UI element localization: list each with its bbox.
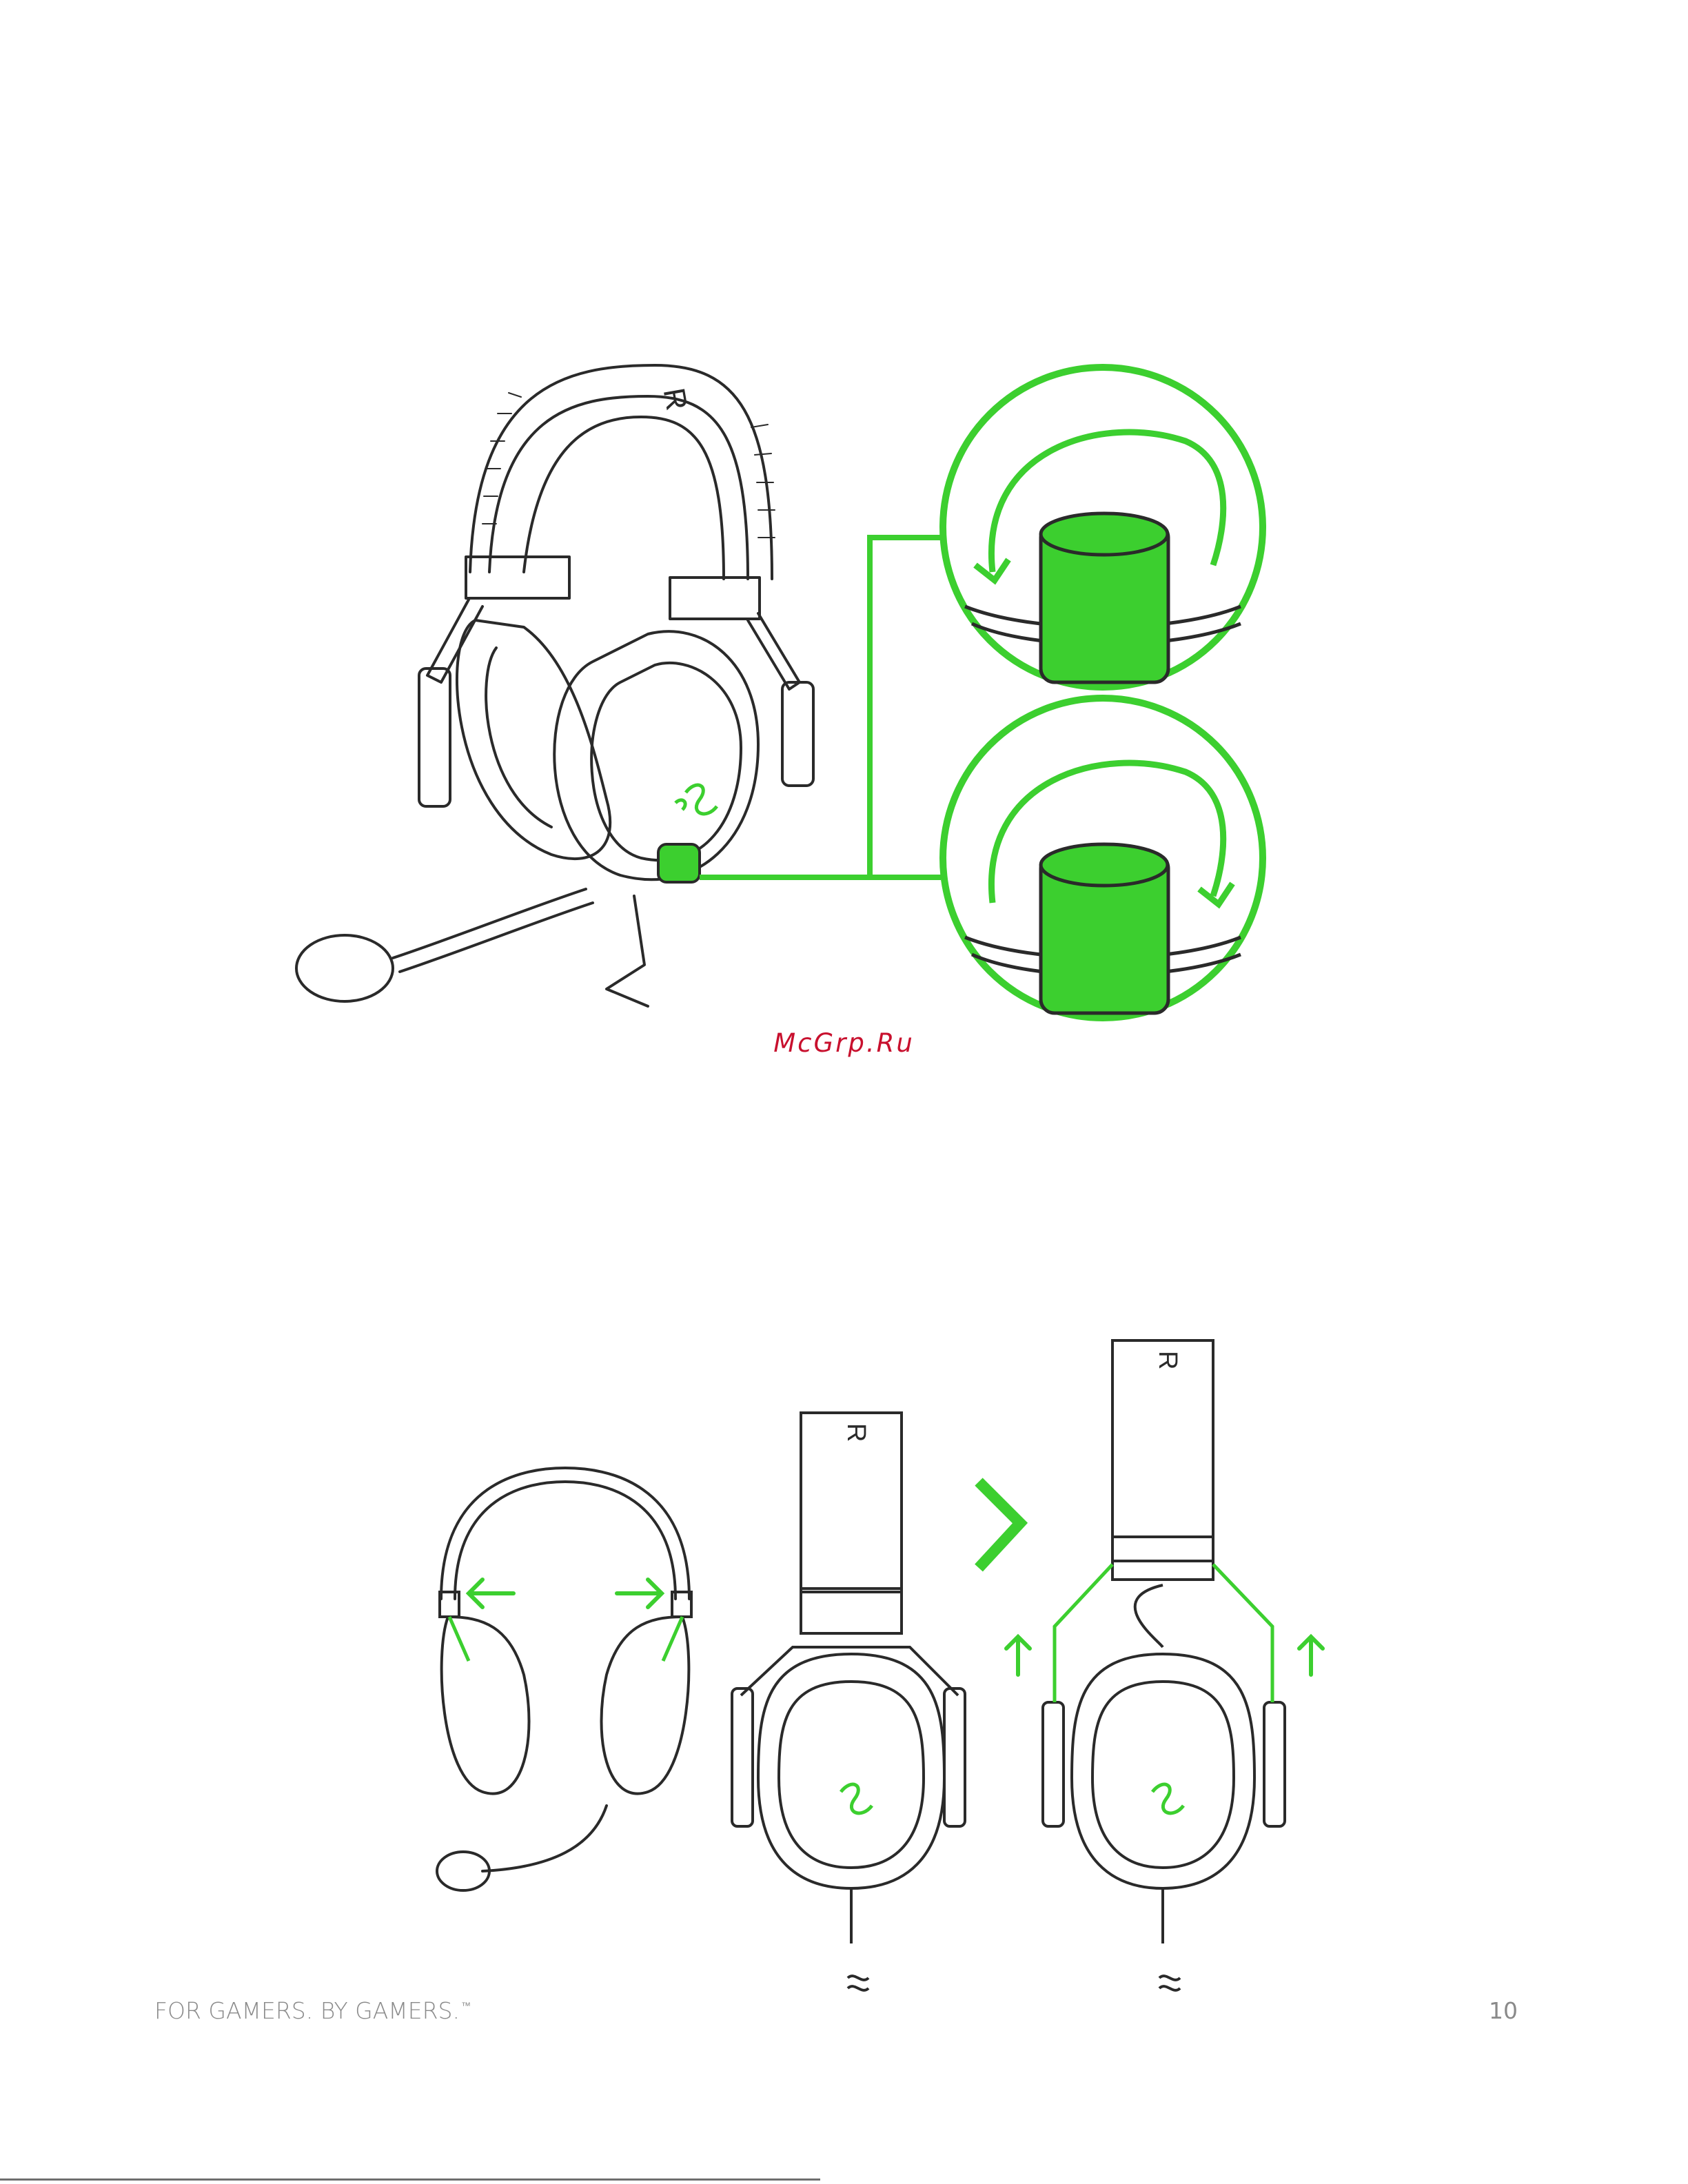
- headband-logo-letter-b: R: [1153, 1351, 1182, 1369]
- footer-tagline: FOR GAMERS. BY GAMERS.™: [154, 1997, 471, 2024]
- trademark-mark: ™: [461, 2001, 471, 2012]
- razer-logo-middle: [841, 1784, 872, 1813]
- arrow-right: [617, 1580, 662, 1607]
- headband-logo-letter-a: R: [842, 1423, 871, 1442]
- page-number: 10: [1489, 1997, 1518, 2024]
- arrow-left: [469, 1580, 513, 1607]
- next-step-chevron: [979, 1482, 1020, 1568]
- headset-side-view-extended: [1043, 1340, 1285, 1990]
- bottom-rule: [0, 2178, 820, 2181]
- arrow-up-left: [1006, 1637, 1030, 1675]
- headset-side-view-collapsed: [732, 1413, 965, 1990]
- razer-logo-right: [1152, 1784, 1183, 1813]
- footer-tagline-text: FOR GAMERS. BY GAMERS.: [154, 1997, 460, 2024]
- headset-size-adjust-illustration: R R: [0, 0, 1688, 2068]
- headset-front-view: [437, 1468, 691, 1890]
- arrow-up-right: [1299, 1637, 1323, 1675]
